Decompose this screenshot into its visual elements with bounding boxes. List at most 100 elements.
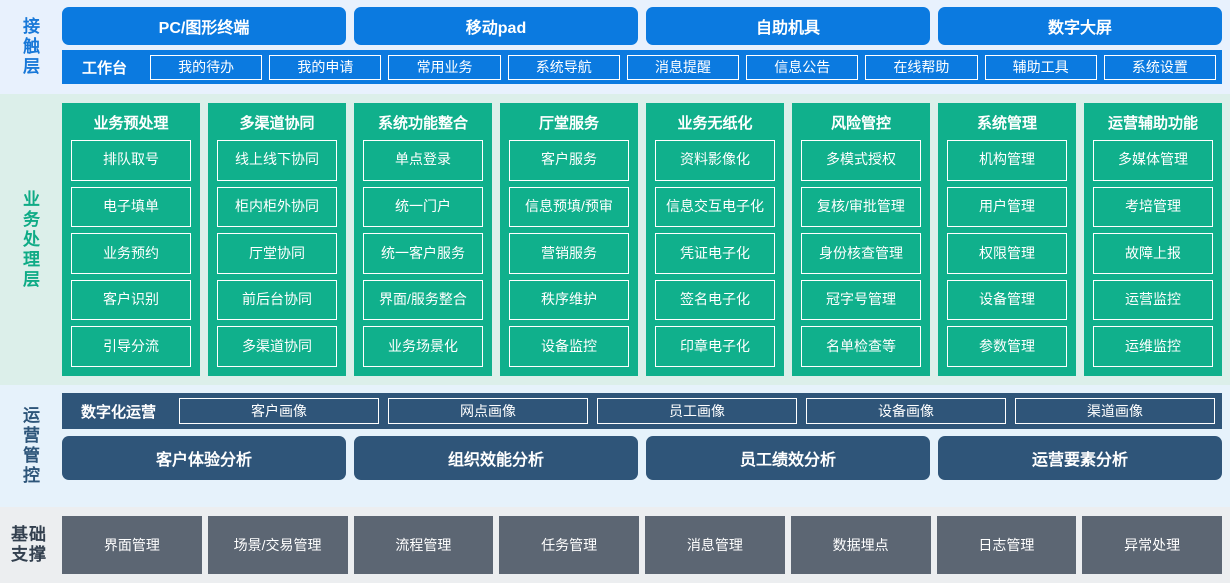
workbench-item-system-navigation[interactable]: 系统导航 bbox=[507, 54, 620, 80]
business-item[interactable]: 多模式授权 bbox=[801, 140, 921, 181]
workbench-item-my-application[interactable]: 我的申请 bbox=[269, 54, 382, 80]
layer-foundation-label: 基础支撑 bbox=[0, 507, 58, 583]
workbench-item-message-reminder[interactable]: 消息提醒 bbox=[626, 54, 740, 80]
business-item[interactable]: 客户服务 bbox=[509, 140, 629, 181]
analysis-card-operation-elements[interactable]: 运营要素分析 bbox=[938, 436, 1222, 480]
foundation-item-log-management[interactable]: 日志管理 bbox=[936, 516, 1077, 574]
workbench-item-auxiliary-tools[interactable]: 辅助工具 bbox=[984, 54, 1097, 80]
business-item[interactable]: 统一客户服务 bbox=[363, 233, 483, 274]
layer-operations-label-text: 运营管控 bbox=[20, 406, 40, 486]
analysis-card-customer-experience[interactable]: 客户体验分析 bbox=[62, 436, 346, 480]
analysis-card-employee-performance[interactable]: 员工绩效分析 bbox=[646, 436, 930, 480]
business-item[interactable]: 身份核查管理 bbox=[801, 233, 921, 274]
business-column-pre-processing-items: 排队取号 电子填单 业务预约 客户识别 引导分流 bbox=[71, 140, 191, 367]
business-item[interactable]: 单点登录 bbox=[363, 140, 483, 181]
business-item[interactable]: 电子填单 bbox=[71, 186, 191, 228]
foundation-item-scenario-transaction-management[interactable]: 场景/交易管理 bbox=[207, 516, 348, 574]
workbench-title: 工作台 bbox=[82, 59, 128, 77]
business-item[interactable]: 多渠道协同 bbox=[217, 326, 337, 367]
analysis-card-organizational-efficiency[interactable]: 组织效能分析 bbox=[354, 436, 638, 480]
foundation-item-process-management[interactable]: 流程管理 bbox=[353, 516, 494, 574]
layer-operations: 运营管控 数字化运营 客户画像 网点画像 员工画像 设备画像 渠道画像 客户体验… bbox=[0, 385, 1230, 507]
layer-contact-body: PC/图形终端 移动pad 自助机具 数字大屏 工作台 我的待办 我的申请 常用… bbox=[58, 0, 1230, 94]
workbench-item-my-todo[interactable]: 我的待办 bbox=[150, 54, 263, 80]
business-item[interactable]: 设备管理 bbox=[947, 279, 1067, 321]
business-item[interactable]: 引导分流 bbox=[71, 326, 191, 367]
business-column-system-function-integration-items: 单点登录 统一门户 统一客户服务 界面/服务整合 业务场景化 bbox=[363, 140, 483, 367]
business-item[interactable]: 凭证电子化 bbox=[655, 233, 775, 274]
business-item[interactable]: 印章电子化 bbox=[655, 326, 775, 367]
analysis-row: 客户体验分析 组织效能分析 员工绩效分析 运营要素分析 bbox=[62, 436, 1222, 480]
business-item[interactable]: 权限管理 bbox=[947, 233, 1067, 274]
business-item[interactable]: 营销服务 bbox=[509, 233, 629, 274]
business-item[interactable]: 参数管理 bbox=[947, 326, 1067, 367]
layer-contact: 接触层 PC/图形终端 移动pad 自助机具 数字大屏 工作台 我的待办 bbox=[0, 0, 1230, 94]
workbench-item-system-settings[interactable]: 系统设置 bbox=[1103, 54, 1216, 80]
business-item[interactable]: 机构管理 bbox=[947, 140, 1067, 181]
foundation-item-ui-management[interactable]: 界面管理 bbox=[62, 516, 202, 574]
foundation-item-message-management[interactable]: 消息管理 bbox=[645, 516, 785, 574]
portrait-chip-branch[interactable]: 网点画像 bbox=[388, 398, 589, 424]
business-item[interactable]: 信息交互电子化 bbox=[655, 186, 775, 228]
layer-contact-label-text: 接触层 bbox=[20, 17, 40, 77]
business-item[interactable]: 名单检查等 bbox=[801, 326, 921, 367]
channel-pill-self-service[interactable]: 自助机具 bbox=[646, 7, 930, 45]
channel-pill-mobile-pad[interactable]: 移动pad bbox=[354, 7, 638, 45]
business-column-system-management-items: 机构管理 用户管理 权限管理 设备管理 参数管理 bbox=[947, 140, 1067, 367]
business-column-paperless-business-items: 资料影像化 信息交互电子化 凭证电子化 签名电子化 印章电子化 bbox=[655, 140, 775, 367]
foundation-item-exception-handling[interactable]: 异常处理 bbox=[1082, 516, 1222, 574]
portrait-chip-device[interactable]: 设备画像 bbox=[806, 398, 1007, 424]
business-item[interactable]: 运营监控 bbox=[1093, 279, 1213, 321]
workbench-item-information-bulletin[interactable]: 信息公告 bbox=[746, 54, 859, 80]
business-column-paperless-business: 业务无纸化 资料影像化 信息交互电子化 凭证电子化 签名电子化 印章电子化 bbox=[646, 103, 784, 376]
layer-foundation: 基础支撑 界面管理 场景/交易管理 流程管理 任务管理 消息管理 数据埋点 日志… bbox=[0, 507, 1230, 583]
business-item[interactable]: 客户识别 bbox=[71, 279, 191, 321]
portrait-chip-customer[interactable]: 客户画像 bbox=[179, 398, 380, 424]
layer-contact-label: 接触层 bbox=[0, 0, 58, 94]
layer-business: 业务处理层 业务预处理 排队取号 电子填单 业务预约 客户识别 引导分流 多渠道… bbox=[0, 94, 1230, 385]
business-item[interactable]: 前后台协同 bbox=[217, 279, 337, 321]
business-item[interactable]: 设备监控 bbox=[509, 326, 629, 367]
channel-pill-pc[interactable]: PC/图形终端 bbox=[62, 7, 346, 45]
business-item[interactable]: 信息预填/预审 bbox=[509, 186, 629, 228]
business-item[interactable]: 用户管理 bbox=[947, 186, 1067, 228]
layer-business-body: 业务预处理 排队取号 电子填单 业务预约 客户识别 引导分流 多渠道协同 线上线… bbox=[58, 94, 1230, 385]
portrait-chip-channel[interactable]: 渠道画像 bbox=[1015, 398, 1216, 424]
business-item[interactable]: 排队取号 bbox=[71, 140, 191, 181]
business-column-operation-support-functions: 运营辅助功能 多媒体管理 考培管理 故障上报 运营监控 运维监控 bbox=[1084, 103, 1222, 376]
business-item[interactable]: 业务场景化 bbox=[363, 326, 483, 367]
workbench-item-common-business[interactable]: 常用业务 bbox=[388, 54, 501, 80]
layer-business-label: 业务处理层 bbox=[0, 94, 58, 385]
business-item[interactable]: 考培管理 bbox=[1093, 186, 1213, 228]
business-item[interactable]: 签名电子化 bbox=[655, 279, 775, 321]
workbench-item-online-help[interactable]: 在线帮助 bbox=[865, 54, 978, 80]
business-item[interactable]: 秩序维护 bbox=[509, 279, 629, 321]
channel-pill-digital-screen[interactable]: 数字大屏 bbox=[938, 7, 1222, 45]
business-item[interactable]: 资料影像化 bbox=[655, 140, 775, 181]
business-column-multichannel-collaboration: 多渠道协同 线上线下协同 柜内柜外协同 厅堂协同 前后台协同 多渠道协同 bbox=[208, 103, 346, 376]
business-item[interactable]: 多媒体管理 bbox=[1093, 140, 1213, 181]
business-item[interactable]: 复核/审批管理 bbox=[801, 186, 921, 228]
business-column-lobby-service-items: 客户服务 信息预填/预审 营销服务 秩序维护 设备监控 bbox=[509, 140, 629, 367]
channel-pill-pc-label: PC/图形终端 bbox=[158, 20, 250, 37]
portrait-chip-employee[interactable]: 员工画像 bbox=[597, 398, 798, 424]
business-item[interactable]: 统一门户 bbox=[363, 186, 483, 228]
business-item[interactable]: 冠字号管理 bbox=[801, 279, 921, 321]
digital-operations-strip: 数字化运营 客户画像 网点画像 员工画像 设备画像 渠道画像 bbox=[62, 393, 1222, 429]
digital-operations-title: 数字化运营 bbox=[81, 403, 157, 421]
business-item[interactable]: 线上线下协同 bbox=[217, 140, 337, 181]
business-column-lobby-service-title: 厅堂服务 bbox=[538, 115, 599, 132]
layer-foundation-label-line1: 基础 bbox=[11, 525, 47, 545]
business-item[interactable]: 柜内柜外协同 bbox=[217, 186, 337, 228]
business-item[interactable]: 界面/服务整合 bbox=[363, 279, 483, 321]
business-item[interactable]: 业务预约 bbox=[71, 233, 191, 274]
foundation-item-data-tracking[interactable]: 数据埋点 bbox=[790, 516, 931, 574]
layer-business-label-text: 业务处理层 bbox=[20, 189, 40, 290]
business-item[interactable]: 故障上报 bbox=[1093, 233, 1213, 274]
business-column-paperless-business-title: 业务无纸化 bbox=[677, 115, 753, 132]
layer-operations-label: 运营管控 bbox=[0, 385, 58, 507]
business-item[interactable]: 运维监控 bbox=[1093, 326, 1213, 367]
business-item[interactable]: 厅堂协同 bbox=[217, 233, 337, 274]
foundation-item-task-management[interactable]: 任务管理 bbox=[499, 516, 639, 574]
